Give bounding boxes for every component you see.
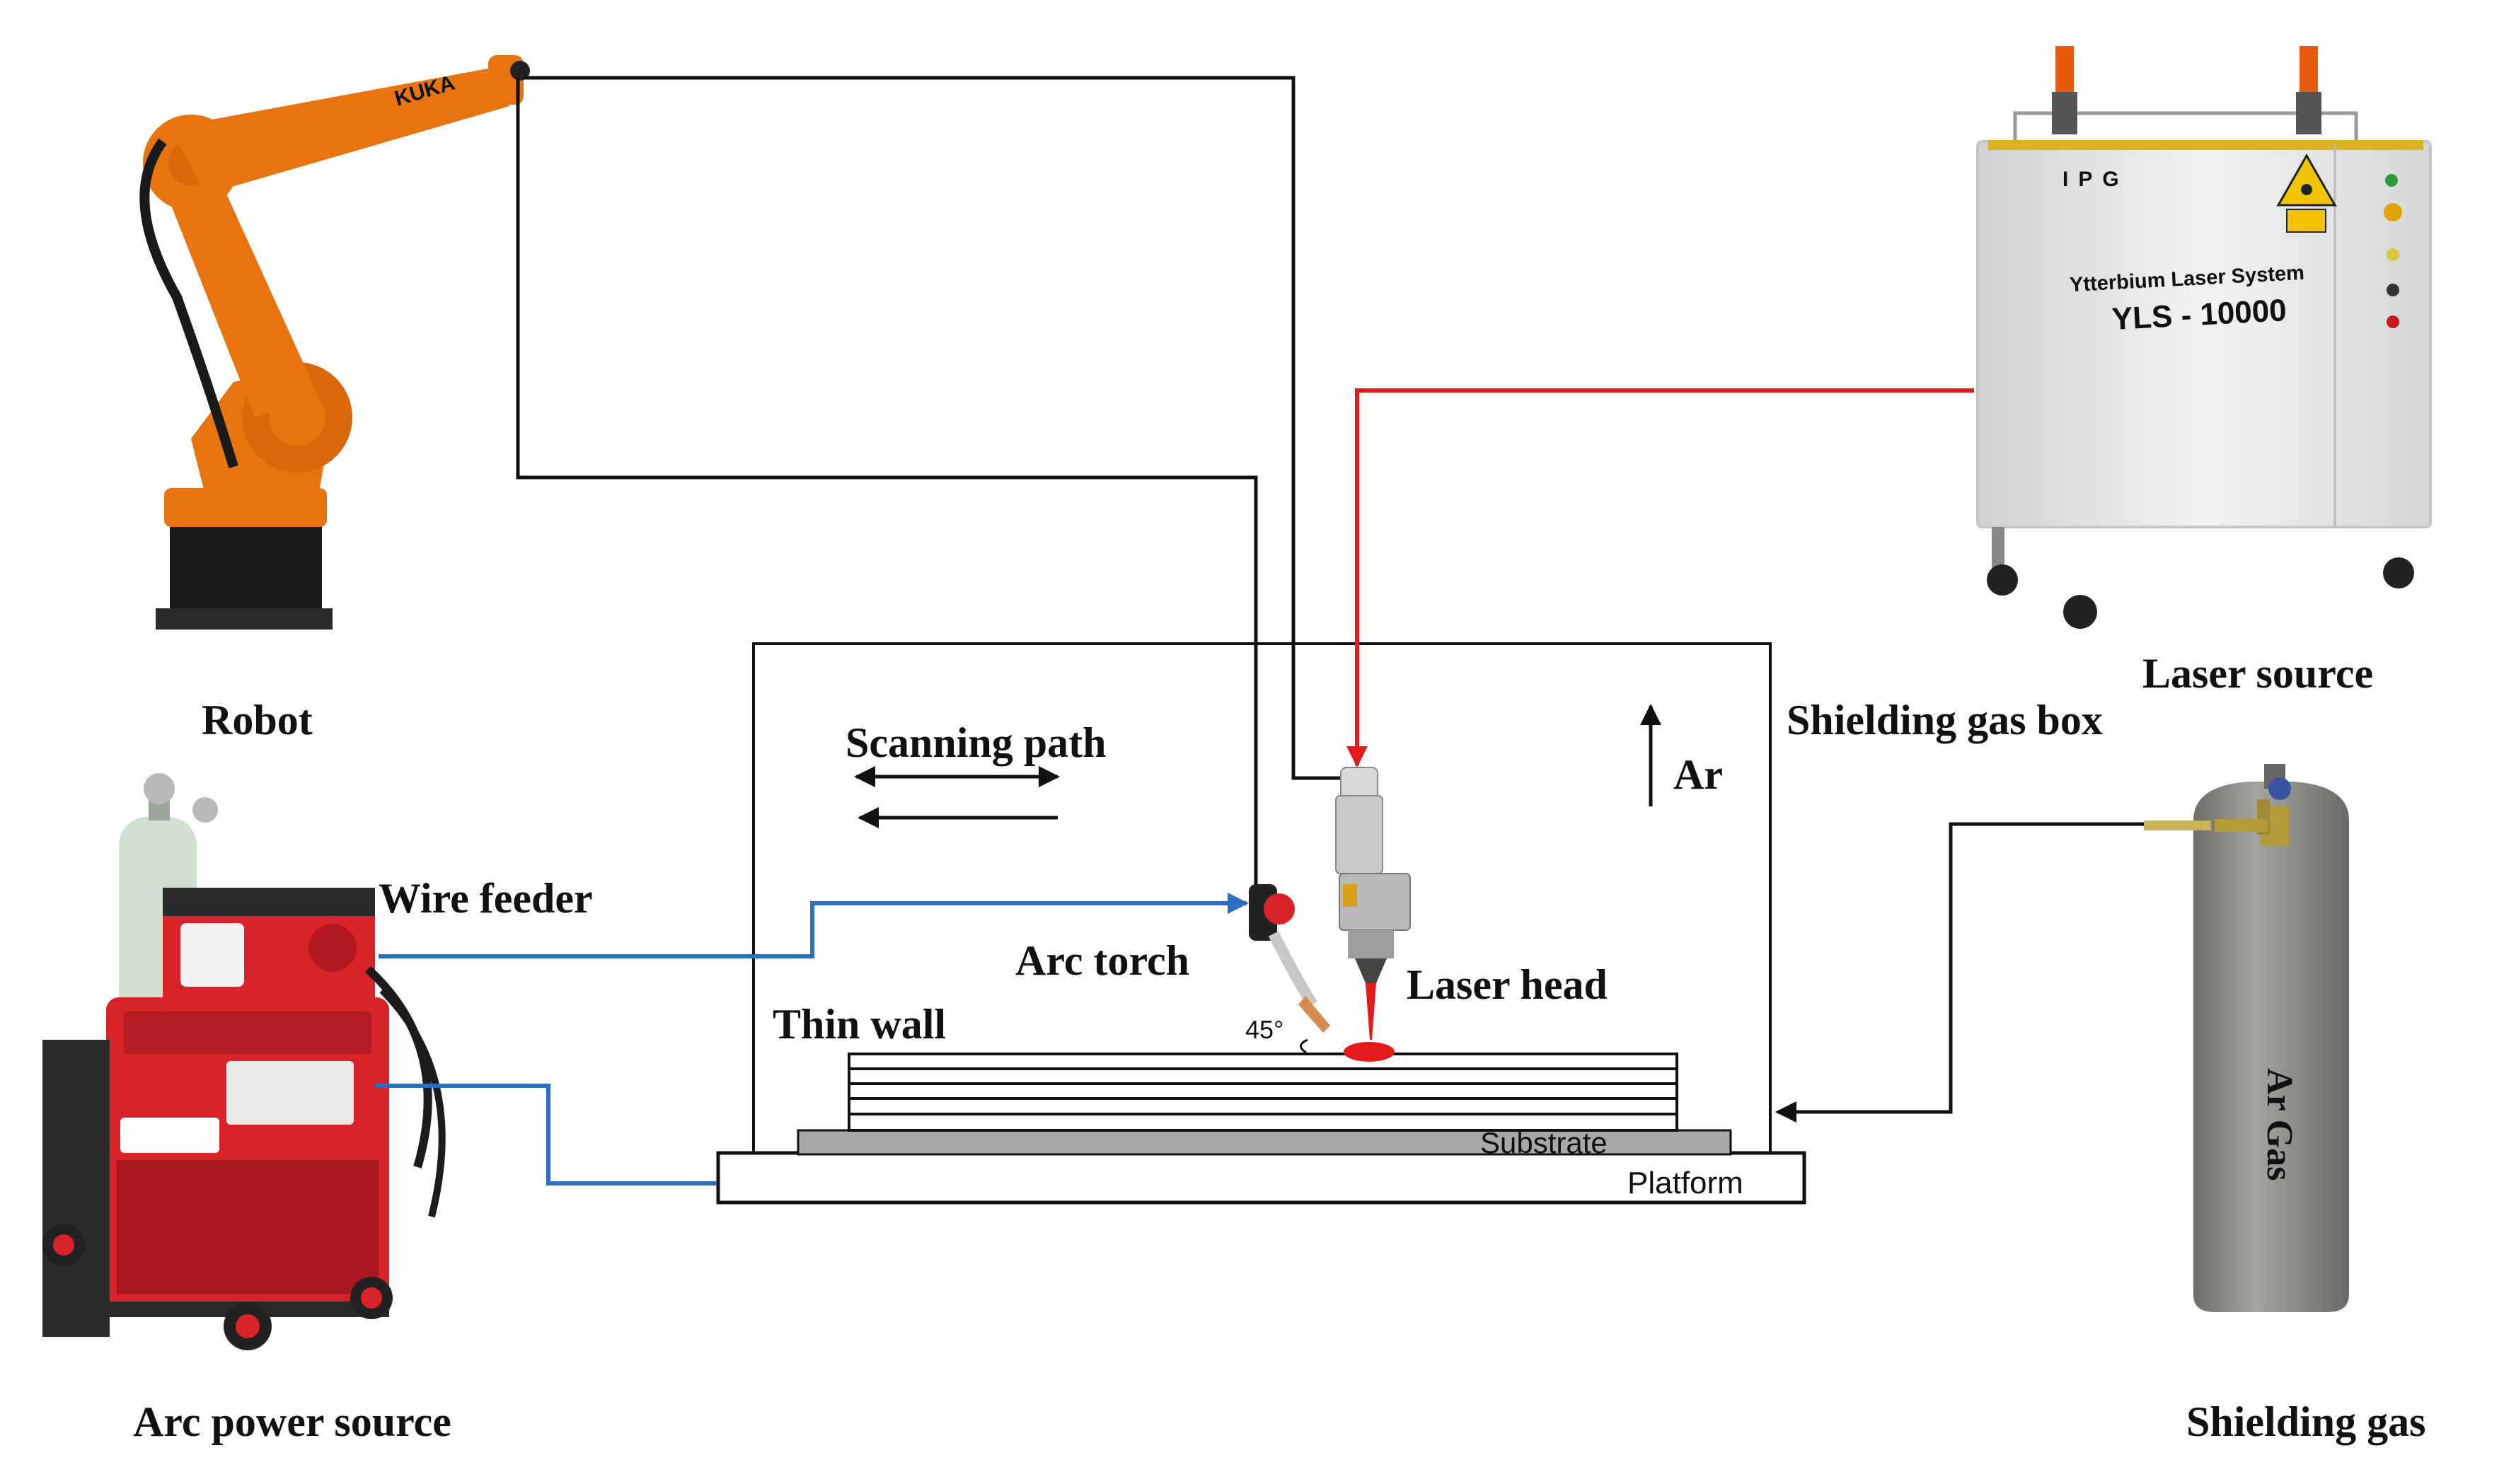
laser-beam-line [1346, 388, 1974, 767]
angle-label: 45° [1245, 1015, 1283, 1044]
laser-brand-text: IPG [2062, 168, 2129, 191]
wire-feeder-label: Wire feeder [379, 875, 593, 922]
robot-label: Robot [202, 697, 313, 743]
angle-arc [1300, 1038, 1308, 1054]
shielding-gas-label: Shielding gas [2186, 1398, 2425, 1445]
laser-source-label: Laser source [2142, 650, 2373, 697]
ar-label: Ar [1673, 751, 1723, 798]
platform-label: Platform [1627, 1166, 1743, 1200]
shielding-gas-cylinder-icon [2144, 764, 2349, 1312]
laser-source-icon [1976, 46, 2432, 629]
laser-head-label: Laser head [1407, 961, 1608, 1008]
shielding-gas-box-label: Shielding gas box [1787, 697, 2103, 743]
arc-power-source-label: Arc power source [133, 1398, 451, 1445]
thin-wall-label: Thin wall [773, 1001, 946, 1048]
arc-torch-label: Arc torch [1015, 937, 1189, 984]
thin-wall [848, 1053, 1678, 1132]
robot-arc-torch-line [516, 78, 1258, 888]
substrate-label: Substrate [1480, 1126, 1608, 1159]
arc-power-line [375, 1084, 717, 1186]
scanning-path-arrows [854, 766, 1060, 828]
cylinder-label-text: Ar Gas [2259, 1068, 2300, 1181]
laser-head-icon [1335, 767, 1411, 983]
arc-torch-icon [1249, 884, 1330, 1033]
substrate [797, 1129, 1732, 1156]
wire-feed-line [379, 893, 1249, 958]
robot-laser-head-line [524, 76, 1341, 780]
arc-power-source-icon [42, 773, 446, 1350]
shielding-gas-line [1775, 822, 2144, 1123]
robot-icon [139, 55, 530, 630]
melt-pool [1344, 1042, 1395, 1062]
scanning-path-label: Scanning path [846, 719, 1107, 766]
